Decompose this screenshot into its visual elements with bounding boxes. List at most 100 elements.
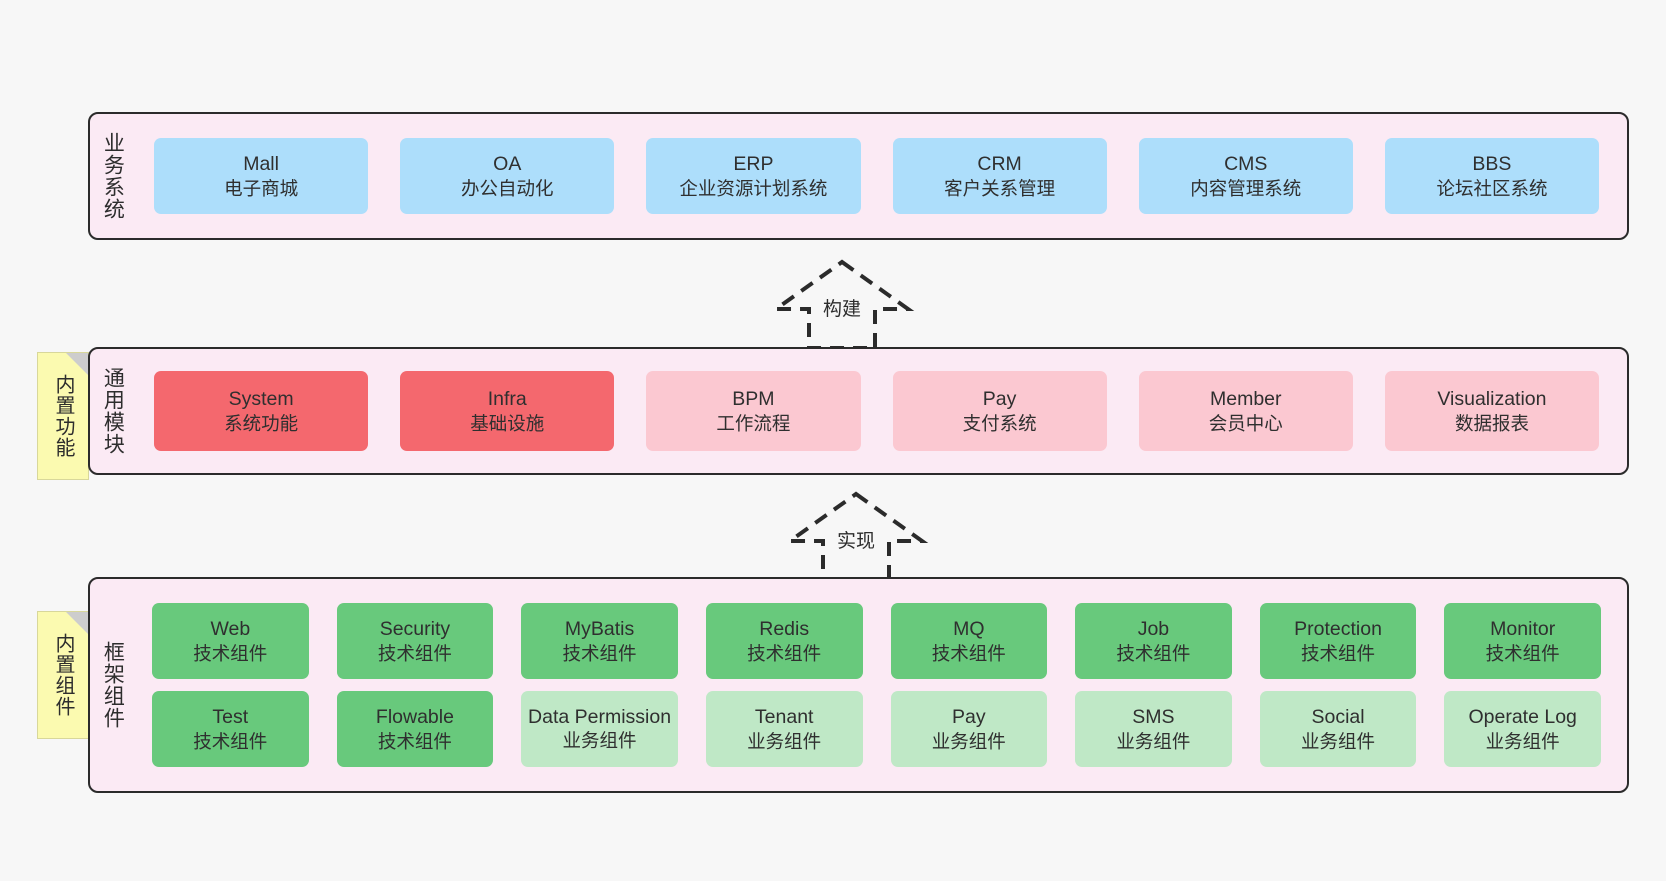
framework-card-name: Security [379,618,451,641]
framework-card-name: MyBatis [564,618,635,641]
note-builtin-functions-label: 内置功能 [52,374,74,458]
business-card-name: OA [493,153,522,176]
framework-card-name: Operate Log [1468,706,1577,729]
framework-card-desc: 技术组件 [377,642,452,664]
framework-card-flowable[interactable]: Flowable 技术组件 [336,691,494,767]
framework-card-desc: 业务组件 [931,730,1006,752]
implement-arrow-icon [783,491,929,582]
module-card-desc: 基础设施 [470,412,545,434]
framework-layer-body: Web 技术组件 Security 技术组件 MyBatis 技术组件 Redi… [134,579,1627,791]
business-card-erp[interactable]: ERP 企业资源计划系统 [646,138,861,214]
framework-card-job[interactable]: Job 技术组件 [1075,603,1232,679]
framework-card-name: Job [1137,618,1170,641]
module-card-name: BPM [732,388,775,411]
framework-card-name: Social [1311,706,1365,729]
module-card-name: Visualization [1437,388,1547,411]
note-fold-corner-icon [66,353,88,375]
module-card-desc: 支付系统 [962,412,1037,434]
framework-card-social[interactable]: Social 业务组件 [1259,691,1417,767]
business-card-desc: 客户关系管理 [944,177,1056,199]
business-card-name: ERP [733,153,774,176]
framework-card-monitor[interactable]: Monitor 技术组件 [1444,603,1601,679]
business-card-crm[interactable]: CRM 客户关系管理 [892,138,1107,214]
note-builtin-components-label: 内置组件 [52,633,74,717]
module-card-desc: 数据报表 [1454,412,1529,434]
framework-card-web[interactable]: Web 技术组件 [152,603,309,679]
note-builtin-components: 内置组件 [37,611,89,739]
business-card-desc: 电子商城 [224,177,299,199]
framework-card-name: Test [212,706,249,729]
framework-card-test[interactable]: Test 技术组件 [152,691,309,767]
module-card-infra[interactable]: Infra 基础设施 [400,371,615,451]
framework-card-mq[interactable]: MQ 技术组件 [890,603,1048,679]
framework-card-tenant[interactable]: Tenant 业务组件 [705,691,863,767]
framework-card-desc: 业务组件 [1485,730,1560,752]
framework-card-desc: 技术组件 [377,730,452,752]
module-card-name: System [228,388,294,411]
framework-card-data-permission[interactable]: Data Permission 业务组件 [521,691,678,767]
framework-card-desc: 业务组件 [747,730,822,752]
module-card-desc: 工作流程 [716,412,791,434]
business-card-desc: 论坛社区系统 [1436,177,1548,199]
common-module-layer: 通用模块 System 系统功能 Infra 基础设施 BPM 工作流程 Pay… [88,347,1629,475]
module-card-member[interactable]: Member 会员中心 [1138,371,1353,451]
module-card-system[interactable]: System 系统功能 [154,371,369,451]
implement-arrow: 实现 [771,488,941,583]
framework-card-sms[interactable]: SMS 业务组件 [1075,691,1232,767]
framework-card-name: Tenant [754,706,814,729]
module-card-pay[interactable]: Pay 支付系统 [892,371,1107,451]
business-card-cms[interactable]: CMS 内容管理系统 [1138,138,1353,214]
framework-card-security[interactable]: Security 技术组件 [336,603,494,679]
business-card-name: Mall [243,153,279,176]
note-builtin-functions: 内置功能 [37,352,89,480]
module-card-name: Infra [487,388,527,411]
business-card-bbs[interactable]: BBS 论坛社区系统 [1384,138,1600,214]
business-card-desc: 办公自动化 [461,177,554,199]
framework-card-name: Redis [759,618,810,641]
module-card-name: Pay [982,388,1017,411]
business-card-name: BBS [1472,153,1512,176]
framework-card-desc: 技术组件 [562,642,637,664]
framework-card-pay[interactable]: Pay 业务组件 [890,691,1048,767]
framework-card-desc: 技术组件 [193,642,268,664]
build-arrow: 构建 [757,256,927,351]
business-card-mall[interactable]: Mall 电子商城 [154,138,369,214]
module-card-desc: 系统功能 [224,412,299,434]
framework-card-desc: 技术组件 [193,730,268,752]
module-layer-body: System 系统功能 Infra 基础设施 BPM 工作流程 Pay 支付系统… [134,349,1627,473]
framework-card-name: Monitor [1490,618,1556,641]
framework-card-name: Protection [1294,618,1382,641]
framework-card-protection[interactable]: Protection 技术组件 [1259,603,1417,679]
framework-card-redis[interactable]: Redis 技术组件 [705,603,863,679]
framework-card-mybatis[interactable]: MyBatis 技术组件 [521,603,678,679]
business-card-name: CRM [977,153,1022,176]
business-card-oa[interactable]: OA 办公自动化 [400,138,615,214]
framework-row-1: Web 技术组件 Security 技术组件 MyBatis 技术组件 Redi… [138,603,1615,679]
framework-component-layer: 框架组件 Web 技术组件 Security 技术组件 MyBatis 技术组件… [88,577,1629,793]
build-arrow-icon [769,259,915,350]
business-system-layer: 业务系统 Mall 电子商城 OA 办公自动化 ERP 企业资源计划系统 CRM… [88,112,1629,240]
module-card-bpm[interactable]: BPM 工作流程 [646,371,861,451]
note-fold-corner-icon [66,612,88,634]
framework-card-desc: 技术组件 [1116,642,1191,664]
framework-row-2: Test 技术组件 Flowable 技术组件 Data Permission … [138,691,1615,767]
business-card-desc: 内容管理系统 [1190,177,1302,199]
framework-card-name: Web [210,618,251,641]
module-card-visualization[interactable]: Visualization 数据报表 [1384,371,1600,451]
framework-card-name: MQ [953,618,985,641]
module-card-name: Member [1210,388,1282,411]
business-layer-body: Mall 电子商城 OA 办公自动化 ERP 企业资源计划系统 CRM 客户关系… [134,114,1627,238]
business-card-name: CMS [1224,153,1268,176]
module-layer-title: 通用模块 [101,367,125,455]
framework-card-name: Flowable [375,706,454,729]
framework-card-desc: 业务组件 [1301,730,1376,752]
framework-layer-title: 框架组件 [101,641,125,729]
framework-card-name: SMS [1132,706,1175,729]
business-layer-title: 业务系统 [101,132,125,220]
framework-card-name: Pay [952,706,986,729]
framework-card-desc: 技术组件 [931,642,1006,664]
framework-card-operate-log[interactable]: Operate Log 业务组件 [1444,691,1601,767]
framework-card-desc: 技术组件 [1301,642,1376,664]
business-card-desc: 企业资源计划系统 [679,177,828,199]
module-card-desc: 会员中心 [1208,412,1283,434]
